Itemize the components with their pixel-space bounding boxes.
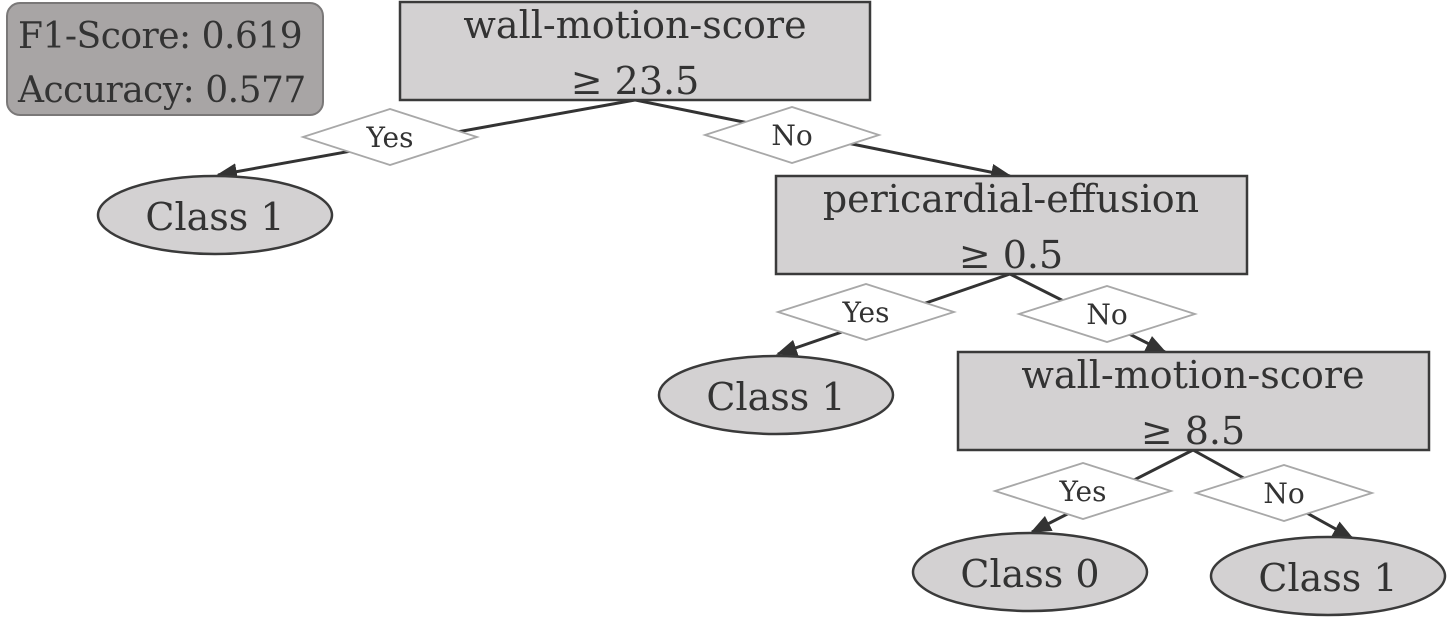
- accuracy-label: Accuracy: 0.577: [18, 70, 306, 111]
- f1-score-label: F1-Score: 0.619: [18, 16, 303, 57]
- decision-box: [956, 350, 1431, 452]
- branch-label: Yes: [842, 296, 890, 329]
- leaf-ellipse: [1209, 535, 1447, 617]
- branch-diamond: [1193, 464, 1375, 522]
- leaf-label: Class 1: [1258, 556, 1397, 600]
- leaf-label: Class 1: [706, 375, 845, 419]
- leaf-root-yes: Class 1: [96, 174, 334, 256]
- decision-box: [398, 0, 872, 102]
- leaf-ellipse: [96, 174, 334, 256]
- decision-node-root: wall-motion-score ≥ 23.5: [398, 0, 872, 103]
- branch-root-yes: Yes: [300, 108, 480, 166]
- node-threshold: ≥ 8.5: [1141, 409, 1245, 453]
- branch-label: No: [1086, 298, 1127, 331]
- branch-node2-yes: Yes: [775, 283, 957, 341]
- branch-diamond: [775, 283, 957, 341]
- branch-label: No: [1263, 477, 1304, 510]
- leaf-label: Class 1: [145, 195, 284, 239]
- node-feature: pericardial-effusion: [823, 177, 1199, 221]
- branch-diamond: [300, 108, 480, 166]
- leaf-node3-yes: Class 0: [911, 531, 1149, 613]
- decision-node-3: wall-motion-score ≥ 8.5: [956, 350, 1431, 453]
- decision-box: [774, 174, 1249, 276]
- branch-node3-no: No: [1193, 464, 1375, 522]
- branch-label: Yes: [1059, 475, 1107, 508]
- node-threshold: ≥ 0.5: [959, 233, 1063, 277]
- leaf-ellipse: [657, 354, 895, 436]
- metrics-box: F1-Score: 0.619 Accuracy: 0.577: [6, 2, 324, 116]
- branch-diamond: [1016, 285, 1198, 343]
- node-threshold: ≥ 23.5: [571, 59, 700, 103]
- leaf-node2-yes: Class 1: [657, 354, 895, 436]
- leaf-ellipse: [911, 531, 1149, 613]
- branch-root-no: No: [702, 106, 882, 164]
- branch-node3-yes: Yes: [992, 462, 1174, 520]
- branch-diamond: [702, 106, 882, 164]
- decision-node-2: pericardial-effusion ≥ 0.5: [774, 174, 1249, 277]
- branch-node2-no: No: [1016, 285, 1198, 343]
- node-feature: wall-motion-score: [1021, 353, 1364, 397]
- branch-label: Yes: [366, 121, 414, 154]
- branch-diamond: [992, 462, 1174, 520]
- node-feature: wall-motion-score: [463, 3, 806, 47]
- leaf-node3-no: Class 1: [1209, 535, 1447, 617]
- branch-label: No: [771, 119, 812, 152]
- leaf-label: Class 0: [960, 552, 1099, 596]
